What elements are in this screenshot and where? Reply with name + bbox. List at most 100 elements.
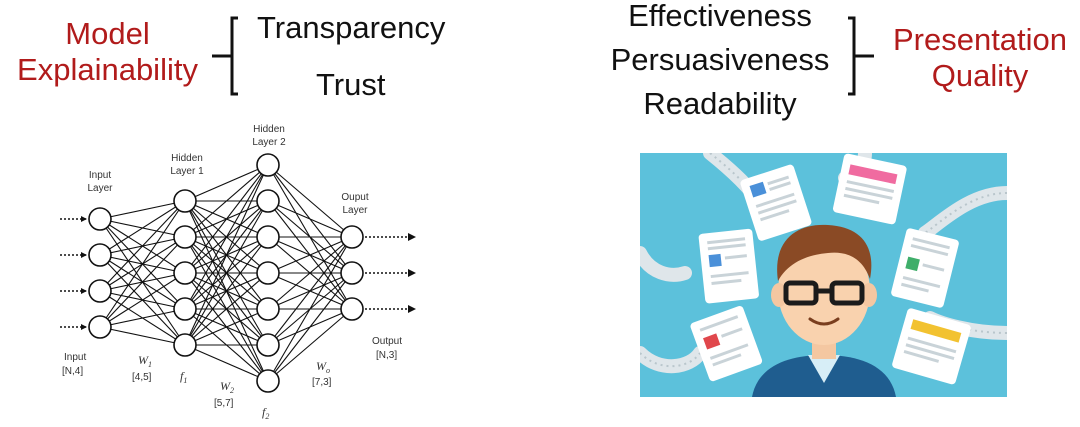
hidden-layer-1-name-line: Layer 1	[170, 166, 204, 177]
connection-edge	[184, 308, 269, 346]
input-label: Input	[64, 352, 86, 363]
title-line: Presentation	[892, 22, 1068, 57]
connection-edge	[267, 236, 353, 346]
connection-edge	[267, 164, 353, 238]
person-with-documents-illustration	[640, 153, 1007, 397]
network-node	[256, 153, 280, 177]
title-line: Model	[65, 16, 150, 51]
network-node	[173, 333, 197, 357]
document-card	[690, 306, 763, 382]
weight-w2-dims: [5,7]	[214, 398, 234, 409]
document-card	[832, 153, 907, 225]
input-arrowhead	[81, 216, 87, 222]
connection-edge	[99, 200, 186, 220]
hidden-layer-2-name-line: Layer 2	[252, 137, 286, 148]
connection-edge	[99, 200, 186, 256]
output-arrowhead	[408, 305, 416, 313]
title-line: Quality	[931, 58, 1029, 93]
presentation-quality-title: Presentation Quality	[880, 22, 1080, 94]
connection-edge	[99, 326, 186, 346]
connection-edge	[267, 236, 353, 274]
network-node	[88, 279, 112, 303]
output-arrowhead	[408, 269, 416, 277]
connection-edge	[184, 164, 269, 346]
readability-label: Readability	[643, 86, 797, 121]
connection-edge	[99, 272, 186, 328]
connection-edge	[184, 164, 269, 274]
svg-text:W1: W1	[138, 353, 152, 369]
connection-edge	[184, 200, 269, 346]
title-line: Explainability	[17, 52, 198, 87]
right-bracket	[848, 16, 874, 96]
connection-edge	[267, 272, 353, 382]
network-arrows	[60, 216, 416, 330]
network-node	[88, 207, 112, 231]
document-card	[740, 164, 812, 241]
transparency-label: Transparency	[257, 10, 446, 45]
weight-wo-dims: [7,3]	[312, 377, 332, 388]
network-node	[256, 225, 280, 249]
network-node	[340, 297, 364, 321]
weight-wo: Wo [7,3]	[312, 359, 332, 388]
network-node	[256, 297, 280, 321]
network-node	[173, 261, 197, 285]
network-nodes	[88, 153, 364, 393]
connection-edge	[99, 200, 186, 292]
document-card	[892, 308, 971, 385]
connection-edge	[184, 164, 269, 310]
connection-edge	[267, 308, 353, 382]
connection-edge	[99, 200, 186, 328]
connection-edge	[184, 236, 269, 346]
network-node	[340, 225, 364, 249]
network-node	[256, 369, 280, 393]
input-layer-name-line: Layer	[87, 183, 113, 194]
persuasiveness-label: Persuasiveness	[610, 42, 830, 77]
network-node	[88, 243, 112, 267]
output-dims-label: [N,3]	[376, 350, 397, 361]
neural-network-diagram: Input Layer Hidden Layer 1 Hidden Layer …	[60, 124, 416, 421]
connection-edge	[184, 164, 269, 202]
hidden-layer-1-name-line: Hidden	[171, 153, 203, 164]
network-node	[340, 261, 364, 285]
svg-text:W2: W2	[220, 379, 234, 395]
input-layer-name-line: Input	[89, 170, 111, 181]
svg-text:f1: f1	[180, 369, 187, 385]
glasses-icon	[783, 280, 865, 306]
input-arrowhead	[81, 252, 87, 258]
person	[752, 224, 896, 397]
weight-w1: W1 [4,5]	[132, 353, 152, 383]
connection-edge	[99, 308, 186, 328]
svg-text:Wo: Wo	[316, 359, 330, 375]
connection-edge	[267, 236, 353, 310]
function-f2: f2	[262, 405, 269, 421]
document-card	[698, 228, 759, 304]
trust-label: Trust	[316, 67, 386, 102]
output-layer-name-line: Layer	[342, 205, 368, 216]
function-f1: f1	[180, 369, 187, 385]
connection-edge	[267, 236, 353, 382]
network-node	[256, 189, 280, 213]
connection-edge	[184, 272, 269, 346]
network-node	[173, 189, 197, 213]
network-node	[173, 225, 197, 249]
weight-w2: W2 [5,7]	[214, 379, 234, 409]
network-node	[256, 333, 280, 357]
connection-edge	[267, 200, 353, 238]
connection-edge	[184, 164, 269, 238]
network-node	[173, 297, 197, 321]
model-explainability-title: Model Explainability	[0, 16, 215, 88]
output-layer-name-line: Ouput	[341, 192, 368, 203]
output-label: Output	[372, 336, 402, 347]
connection-edge	[184, 344, 269, 382]
input-dims-label: [N,4]	[62, 366, 83, 377]
hidden-layer-2-name-line: Hidden	[253, 124, 285, 135]
output-arrowhead	[408, 233, 416, 241]
weight-w1-dims: [4,5]	[132, 372, 152, 383]
effectiveness-label: Effectiveness	[628, 0, 812, 33]
left-bracket	[212, 16, 238, 96]
svg-text:f2: f2	[262, 405, 269, 421]
document-card	[891, 228, 959, 308]
network-node	[256, 261, 280, 285]
input-arrowhead	[81, 324, 87, 330]
network-edges	[99, 164, 353, 382]
